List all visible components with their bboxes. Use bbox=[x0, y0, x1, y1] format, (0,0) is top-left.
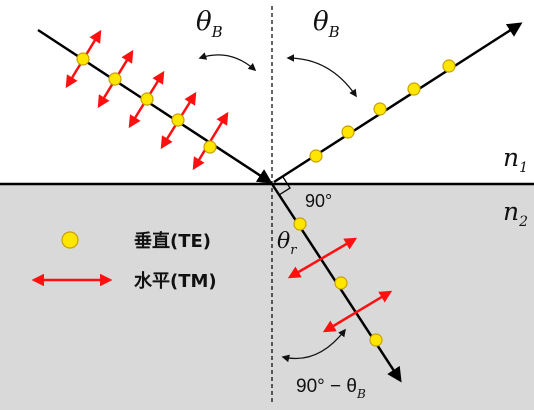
theta-r-subscript: r bbox=[290, 243, 297, 258]
legend-tm-label: 水平(TM) bbox=[134, 270, 217, 292]
theta-b-left-symbol: θ bbox=[196, 7, 212, 37]
te-dot bbox=[140, 92, 154, 106]
reflected-te-dots bbox=[309, 59, 456, 163]
n2-label: n2 bbox=[503, 197, 528, 230]
te-dot bbox=[76, 52, 90, 66]
refracted-tm-arrows bbox=[287, 237, 393, 333]
te-dot bbox=[293, 217, 307, 231]
theta-b-right-symbol: θ bbox=[313, 7, 329, 37]
bottom-angle-label: 90° − θB bbox=[296, 376, 366, 401]
n2-subscript: 2 bbox=[518, 214, 528, 230]
te-dot bbox=[334, 276, 348, 290]
right-angle-label: 90° bbox=[305, 191, 332, 211]
tm-arrow bbox=[322, 290, 393, 333]
theta-b-right-label: θB bbox=[313, 7, 340, 41]
theta-b-left-subscript: B bbox=[211, 23, 223, 41]
theta-r-label: θr bbox=[277, 229, 297, 258]
te-dot bbox=[373, 102, 387, 116]
bottom-angle-curve-arrow bbox=[281, 328, 346, 363]
theta-b-right-subscript: B bbox=[328, 23, 340, 41]
theta-b-left-label: θB bbox=[196, 7, 223, 41]
refracted-te-dots bbox=[293, 217, 383, 347]
tm-arrow bbox=[287, 237, 358, 279]
right-angle-marker bbox=[278, 176, 291, 196]
legend: 垂直(TE) 水平(TM) bbox=[31, 230, 217, 292]
n2-symbol: n bbox=[503, 197, 519, 226]
n1-symbol: n bbox=[503, 143, 519, 172]
te-dot bbox=[171, 113, 185, 127]
lower-medium-region bbox=[0, 184, 534, 410]
incident-te-dots bbox=[76, 52, 217, 154]
te-dot bbox=[407, 82, 421, 96]
bottom-angle-prefix: 90° − θ bbox=[296, 376, 357, 397]
bottom-angle-subscript: B bbox=[356, 387, 366, 401]
theta-left-curve-arrow bbox=[198, 52, 257, 72]
theta-r-symbol: θ bbox=[277, 229, 290, 254]
te-dot bbox=[108, 72, 122, 86]
theta-right-curve-arrow bbox=[286, 54, 357, 98]
legend-te-dot bbox=[61, 231, 79, 249]
legend-te-label: 垂直(TE) bbox=[134, 230, 211, 252]
incident-ray bbox=[37, 28, 273, 184]
te-dot bbox=[442, 59, 456, 73]
te-dot bbox=[341, 125, 355, 139]
n1-subscript: 1 bbox=[519, 160, 528, 176]
n1-label: n1 bbox=[503, 143, 528, 176]
te-dot bbox=[203, 140, 217, 154]
te-dot bbox=[309, 149, 323, 163]
te-dot bbox=[369, 333, 383, 347]
